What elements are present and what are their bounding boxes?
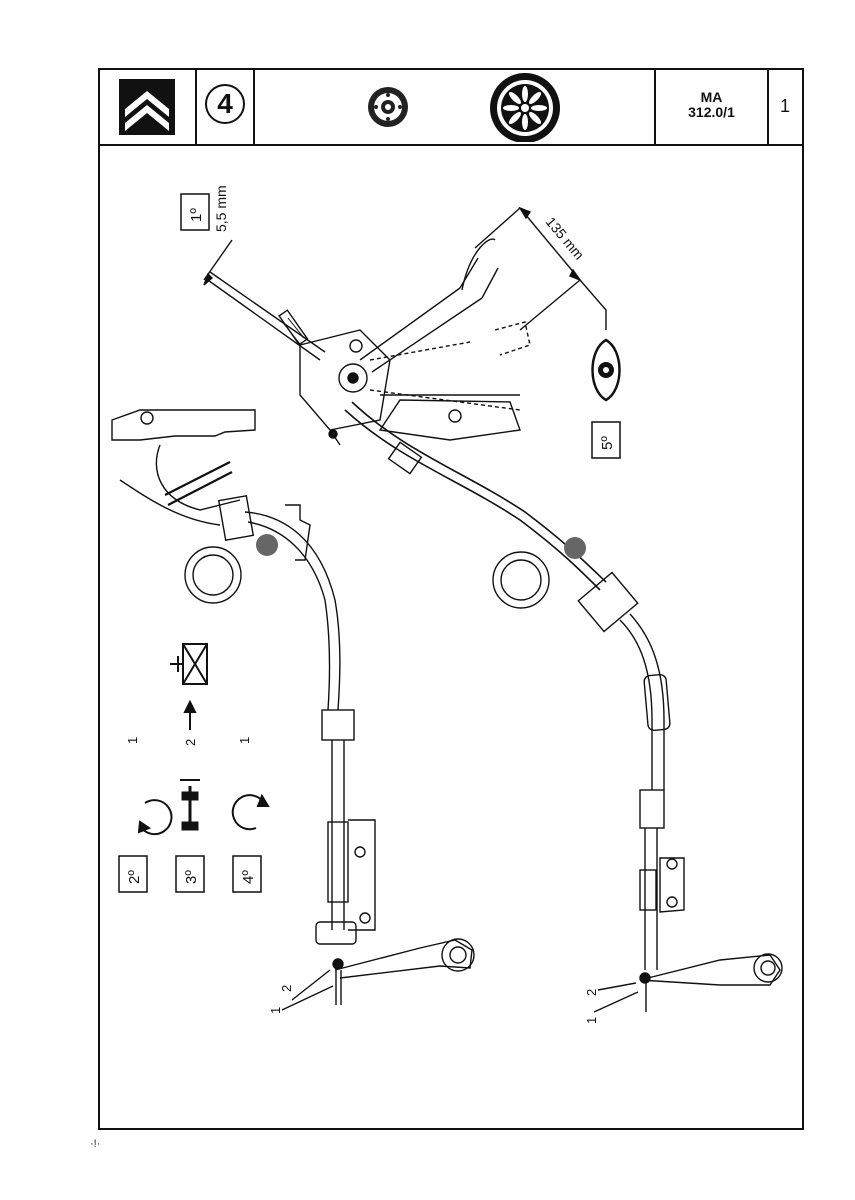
step3-ref-label: 2 — [183, 739, 198, 746]
right-callout-1: 1 — [584, 1017, 599, 1024]
page-number: 1 — [779, 96, 790, 116]
rotate-counterclockwise-icon — [231, 793, 270, 831]
clutch-pressure-plate-icon — [490, 73, 560, 142]
locknut-crossed-icon — [170, 643, 208, 730]
step3-label: 3º — [183, 870, 200, 884]
left-callout-1: 1 — [268, 1007, 283, 1014]
clutch-cable-right — [344, 401, 783, 1012]
step5-label: 5º — [599, 436, 616, 450]
reference-line-1: MA — [700, 89, 723, 105]
reference-cell: MA 312.0/1 — [656, 70, 769, 144]
section-number: 4 — [205, 84, 245, 124]
logo-cell — [100, 70, 197, 144]
step1-box: 1º — [180, 193, 210, 231]
step2-label: 2º — [126, 870, 143, 884]
step3-box: 3º — [175, 855, 205, 893]
step4-box: 4º — [232, 855, 262, 893]
step4-ref-label: 1 — [237, 737, 252, 744]
clutch-cable-left — [111, 409, 475, 1005]
left-callout-2: 2 — [279, 985, 294, 992]
footer-mark: ·!· — [90, 1138, 101, 1150]
step2-ref-label: 1 — [125, 737, 140, 744]
free-play-label: 5,5 mm — [213, 185, 229, 232]
component-icons-cell — [255, 70, 656, 144]
reference-number: MA 312.0/1 — [656, 90, 767, 120]
reference-line-2: 312.0/1 — [688, 104, 735, 120]
pedal-assembly — [204, 238, 531, 446]
clutch-disc-icon — [368, 87, 408, 127]
adjust-nut-icon — [180, 779, 200, 831]
pedal-travel-dimension — [474, 206, 607, 331]
step2-box: 2º — [118, 855, 148, 893]
page-header: 4 — [100, 70, 802, 146]
citroen-chevrons-logo — [119, 79, 175, 135]
eye-icon — [591, 338, 621, 402]
exhaust-pipe-sections — [184, 534, 586, 609]
page-frame: 4 — [98, 68, 804, 1130]
step5-box: 5º — [591, 421, 621, 459]
section-number-cell: 4 — [197, 70, 255, 144]
free-play-dimension — [203, 239, 233, 286]
step4-label: 4º — [240, 870, 257, 884]
rotate-clockwise-icon — [137, 799, 173, 836]
page-number-cell: 1 — [769, 70, 801, 144]
step1-label: 1º — [188, 208, 205, 222]
right-callout-2: 2 — [584, 989, 599, 996]
callout-arrows — [281, 969, 639, 1013]
